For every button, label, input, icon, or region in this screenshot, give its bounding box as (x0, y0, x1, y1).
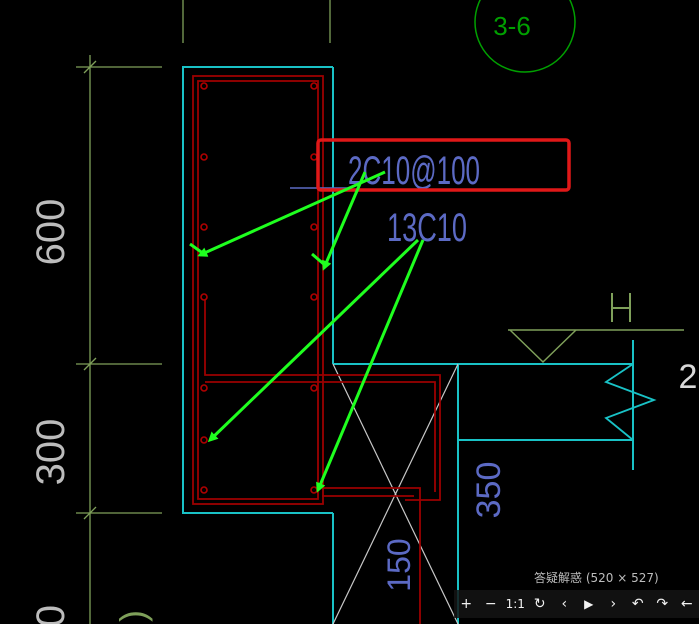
rebar-labels: 2C10@100 13C10 (348, 149, 480, 250)
arrow-tick-left (189, 242, 205, 256)
concrete-outline (182, 66, 657, 624)
arrow-tick-right (311, 252, 327, 268)
zoom-out-button[interactable]: − (484, 596, 497, 612)
back-button[interactable]: ← (680, 596, 693, 612)
section-tag: 3-6 (474, 0, 576, 73)
arrow-stirrup-left (197, 170, 386, 257)
next-button[interactable]: › (610, 596, 617, 612)
zoom-in-button[interactable]: + (460, 596, 473, 612)
arrow-bar-left (207, 238, 420, 443)
previous-button[interactable]: ‹ (561, 596, 568, 612)
dim-upper-label: 600 (29, 199, 73, 266)
dim-lower-label: 300 (29, 419, 73, 486)
rebar-dots (200, 82, 318, 494)
actual-size-button[interactable]: 1:1 (505, 597, 525, 611)
level-mark (508, 293, 684, 364)
edge-right-fragment: 2 (679, 358, 698, 396)
viewer-toolbar: + − 1:1 ↻ ‹ ▶ › ↶ ↷ ← (454, 590, 699, 618)
image-caption: 答疑解惑 (520 × 527) (534, 571, 659, 585)
rotate-right-button[interactable]: ↷ (656, 596, 669, 612)
highlight-box (316, 138, 571, 192)
rotate-left-button[interactable]: ↶ (631, 596, 644, 612)
arrow-bar-right (316, 239, 425, 493)
annotation-arrows (189, 170, 425, 493)
dim-left-fragment-2: ) (112, 610, 153, 622)
section-tag-label: 3-6 (493, 11, 531, 41)
dimension-labels: 600 300 0 ) 350 150 2 H (29, 199, 697, 624)
play-button[interactable]: ▶ (584, 597, 594, 611)
dimension-lines (76, 0, 331, 624)
dim-bottom-label: 150 (381, 538, 417, 591)
longitudinal-bar-label: 13C10 (387, 206, 467, 250)
stirrup-label: 2C10@100 (348, 149, 480, 193)
arrow-stirrup-right (322, 171, 367, 271)
rebar-cage (192, 75, 441, 624)
dim-slab-label: 350 (470, 462, 508, 519)
refresh-button[interactable]: ↻ (533, 596, 546, 612)
dim-left-fragment: 0 (29, 605, 73, 624)
